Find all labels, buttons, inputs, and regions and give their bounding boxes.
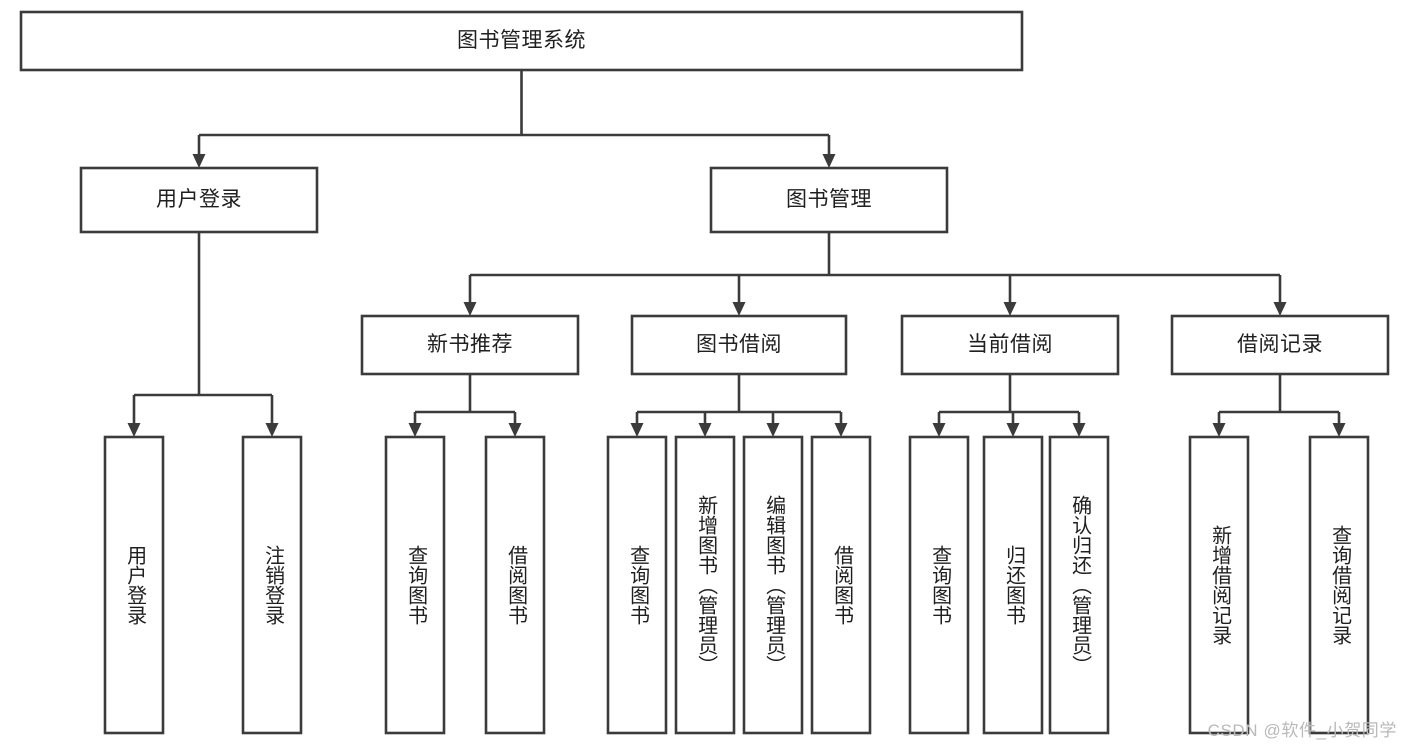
node-box-level3-2[interactable] xyxy=(900,314,1120,376)
connector-userlogin-to-leaf-0-arrowhead xyxy=(127,423,141,437)
node-box-leaf-9[interactable] xyxy=(982,435,1044,735)
node-box-leaf-2[interactable] xyxy=(384,435,446,735)
connector-layer xyxy=(127,70,1346,437)
node-box-leaf-7[interactable] xyxy=(810,435,872,735)
connector-userlogin-to-leaf-1-arrowhead xyxy=(265,423,279,437)
node-box-root[interactable] xyxy=(19,10,1024,72)
connector-booksmgmt-to-level3-1-arrowhead xyxy=(732,302,746,316)
connector-booksmgmt-to-level3-0-arrowhead xyxy=(463,302,477,316)
connector-level3-1-to-leaf-2-arrowhead xyxy=(766,423,780,437)
connector-booksmgmt-to-level3-2-arrowhead xyxy=(1003,302,1017,316)
node-box-leaf-8[interactable] xyxy=(908,435,970,735)
node-box-leaf-10[interactable] xyxy=(1048,435,1110,735)
connector-level3-1-to-leaf-0-arrowhead xyxy=(630,423,644,437)
node-box-level2-1[interactable] xyxy=(709,166,949,234)
node-box-level3-0[interactable] xyxy=(360,314,580,376)
node-box-leaf-3[interactable] xyxy=(484,435,546,735)
connector-level3-1-to-leaf-3-arrowhead xyxy=(834,423,848,437)
connector-booksmgmt-to-level3-3-arrowhead xyxy=(1273,302,1287,316)
connector-level3-0-to-leaf-1-arrowhead xyxy=(508,423,522,437)
node-box-level3-3[interactable] xyxy=(1170,314,1390,376)
connector-level3-0-to-leaf-0-arrowhead xyxy=(408,423,422,437)
connector-root-to-level2-1-arrowhead xyxy=(822,154,836,168)
connector-level3-3-to-leaf-0-arrowhead xyxy=(1212,423,1226,437)
connector-level3-2-to-leaf-1-arrowhead xyxy=(1006,423,1020,437)
node-box-leaf-6[interactable] xyxy=(742,435,804,735)
connector-level3-2-to-leaf-0-arrowhead xyxy=(932,423,946,437)
connector-level3-1-to-leaf-1-arrowhead xyxy=(698,423,712,437)
node-box-level2-0[interactable] xyxy=(79,166,319,234)
node-box-leaf-0[interactable] xyxy=(103,435,165,735)
node-box-leaf-4[interactable] xyxy=(606,435,668,735)
connector-level3-2-to-leaf-2-arrowhead xyxy=(1072,423,1086,437)
node-box-leaf-5[interactable] xyxy=(674,435,736,735)
node-box-leaf-12[interactable] xyxy=(1308,435,1370,735)
connector-level3-3-to-leaf-1-arrowhead xyxy=(1332,423,1346,437)
node-box-leaf-1[interactable] xyxy=(241,435,303,735)
node-box-leaf-11[interactable] xyxy=(1188,435,1250,735)
connector-root-to-level2-0-arrowhead xyxy=(192,154,206,168)
node-box-level3-1[interactable] xyxy=(630,314,848,376)
box-layer xyxy=(19,10,1390,735)
